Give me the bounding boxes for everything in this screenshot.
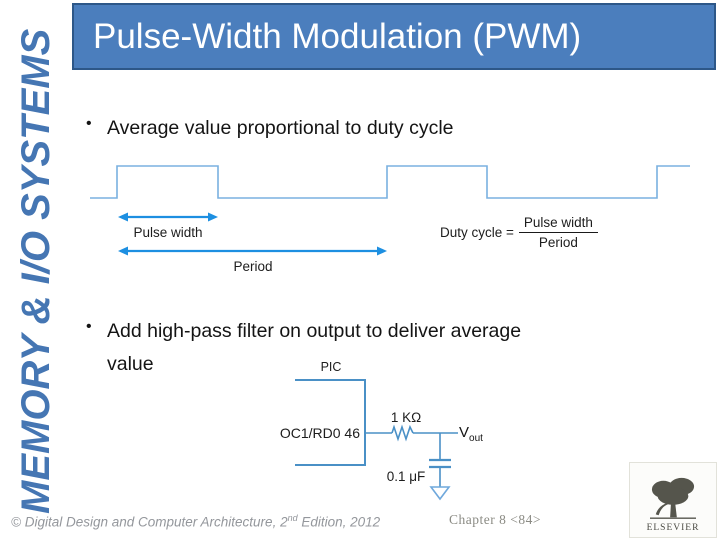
resistor-value-label: 1 KΩ xyxy=(390,410,422,425)
bullet2-line1: Add high-pass filter on output to delive… xyxy=(107,320,522,342)
elsevier-tree-icon xyxy=(650,477,696,519)
formula-numerator: Pulse width xyxy=(518,215,598,233)
pwm-waveform xyxy=(90,165,690,199)
slide-title-bar: Pulse-Width Modulation (PWM) xyxy=(72,3,716,70)
pin-label: OC1/RD0 46 xyxy=(279,425,360,441)
slide-title: Pulse-Width Modulation (PWM) xyxy=(93,16,582,56)
copyright-ordinal: nd xyxy=(287,513,298,523)
formula-denominator: Period xyxy=(538,235,578,250)
bullet2-line2: value xyxy=(107,353,154,375)
sidebar-vertical-label: MEMORY & I/O SYSTEMS xyxy=(14,28,58,514)
circuit-segment-0 xyxy=(295,379,366,466)
copyright-prefix: © Digital Design and Computer Architectu… xyxy=(11,514,288,530)
chapter-page-number: Chapter 8 <84> xyxy=(449,512,541,527)
pulse-width-label: Pulse width xyxy=(133,225,203,240)
formula-fraction: Pulse width Period xyxy=(518,215,598,250)
pic-chip-label: PIC xyxy=(320,360,342,374)
copyright-suffix: Edition, 2012 xyxy=(297,514,381,530)
formula-lhs: Duty cycle = xyxy=(440,225,514,240)
bullet2-text: Add high-pass filter on output to delive… xyxy=(107,315,521,381)
period-label: Period xyxy=(233,259,273,274)
ground-symbol xyxy=(429,486,451,501)
capacitor-value-label: 0.1 μF xyxy=(386,469,426,484)
circuit-segment-2 xyxy=(391,424,414,442)
bullet-item-2: • Add high-pass filter on output to deli… xyxy=(86,315,521,381)
arrowhead-left-0 xyxy=(118,212,128,222)
duty-cycle-formula: Duty cycle = Pulse width Period xyxy=(440,215,598,250)
bullet1-text: Average value proportional to duty cycle xyxy=(107,117,454,139)
vout-main: V xyxy=(459,424,470,441)
elsevier-wordmark: ELSEVIER xyxy=(646,523,700,533)
vout-sub: out xyxy=(469,433,483,444)
bullet-dot: • xyxy=(86,115,92,132)
copyright-text: © Digital Design and Computer Architectu… xyxy=(11,513,380,530)
vout-label: Vout xyxy=(459,424,483,444)
arrowhead-right-0 xyxy=(208,212,218,222)
bullet-item-1: • Average value proportional to duty cyc… xyxy=(86,112,454,145)
elsevier-logo: ELSEVIER xyxy=(629,462,717,538)
arrowhead-left-1 xyxy=(118,246,128,256)
arrowhead-right-1 xyxy=(377,246,387,256)
bullet-dot: • xyxy=(86,318,92,335)
